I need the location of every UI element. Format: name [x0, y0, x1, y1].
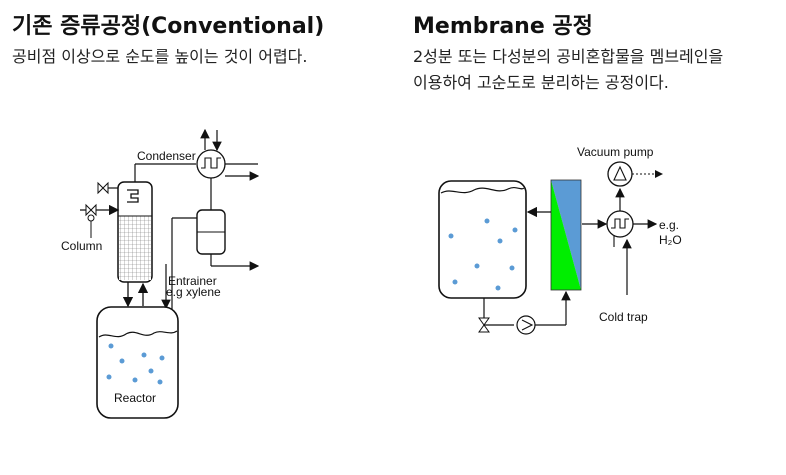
column-label: Column — [61, 239, 102, 253]
tank-droplets — [448, 218, 518, 291]
conventional-diagram: Condenser Column Entrainer e.g xylene Re… — [61, 128, 260, 419]
vacuum-pump — [607, 161, 663, 187]
membrane-diagram: Vacuum pump e.g. H₂O Cold trap — [438, 145, 682, 335]
reactor-droplets — [106, 343, 165, 385]
membrane-panel: Membrane 공정 2성분 또는 다성분의 공비혼합물을 멤브레인을 이용하… — [400, 0, 786, 475]
condenser-label: Condenser — [137, 149, 196, 163]
vacuum-pump-label: Vacuum pump — [577, 145, 654, 159]
conventional-title: 기존 증류공정(Conventional) — [12, 14, 325, 39]
membrane-title: Membrane 공정 — [413, 14, 593, 39]
entrainer-label: Entrainer — [168, 274, 217, 288]
eg-label: e.g. — [659, 218, 679, 232]
feed-loop — [478, 290, 571, 335]
feed-valve — [80, 203, 120, 238]
h2o-label: H₂O — [659, 233, 682, 247]
membrane-module — [550, 179, 582, 291]
condenser — [134, 128, 260, 210]
cold-trap-label: Cold trap — [599, 310, 648, 324]
cold-trap — [606, 187, 658, 295]
feed-tank — [438, 180, 527, 299]
entrainer-example-label: e.g xylene — [166, 285, 221, 299]
membrane-description-line1: 2성분 또는 다성분의 공비혼합물을 멤브레인을 — [413, 47, 724, 66]
conventional-description: 공비점 이상으로 순도를 높이는 것이 어렵다. — [12, 47, 308, 66]
distillation-column — [117, 181, 153, 283]
decanter — [161, 209, 260, 310]
reactor-vessel — [96, 306, 179, 419]
membrane-description-line2: 이용하여 고순도로 분리하는 공정이다. — [413, 73, 669, 92]
reactor-label: Reactor — [114, 391, 156, 405]
reflux-valve — [97, 181, 118, 195]
conventional-panel: 기존 증류공정(Conventional) 공비점 이상으로 순도를 높이는 것… — [12, 14, 325, 419]
